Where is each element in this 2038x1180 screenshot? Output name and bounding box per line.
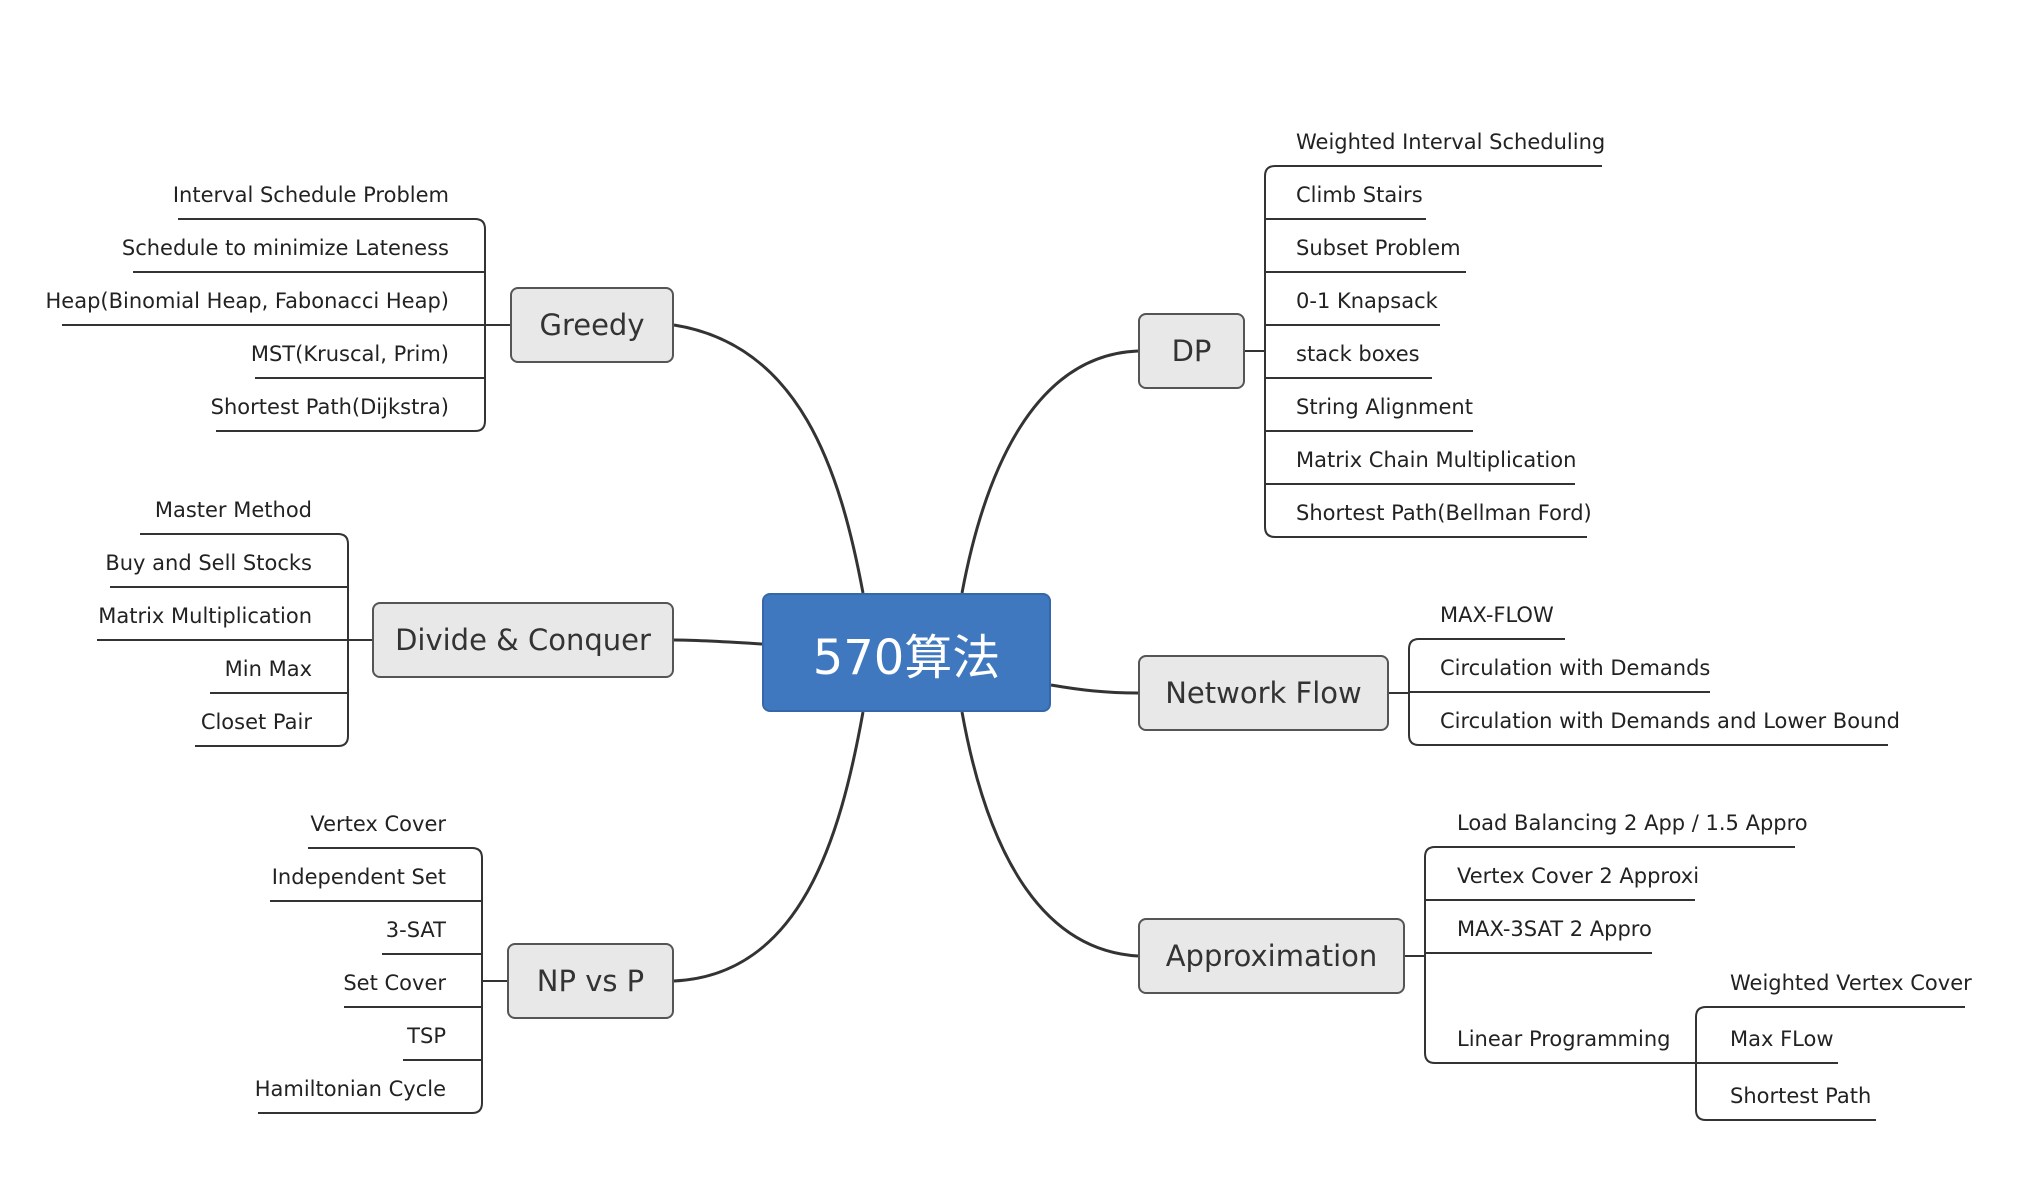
topic-network-flow[interactable]: Network Flow bbox=[1138, 655, 1389, 731]
subtopic[interactable]: Load Balancing 2 App / 1.5 Appro bbox=[1457, 811, 1808, 835]
topic-divide-conquer[interactable]: Divide & Conquer bbox=[372, 602, 674, 678]
subtopic[interactable]: Set Cover bbox=[343, 971, 446, 995]
topic-greedy[interactable]: Greedy bbox=[510, 287, 674, 363]
subtopic[interactable]: Closet Pair bbox=[200, 710, 312, 734]
subtopic[interactable]: Climb Stairs bbox=[1296, 183, 1423, 207]
subtopic[interactable]: Vertex Cover 2 Approxi bbox=[1457, 864, 1700, 888]
connector-center-divide-conquer bbox=[673, 638, 763, 646]
subtopic[interactable]: Min Max bbox=[224, 657, 312, 681]
subtopic[interactable]: Buy and Sell Stocks bbox=[105, 551, 312, 575]
connector-dp-trunk bbox=[1264, 165, 1602, 538]
subtopic[interactable]: Interval Schedule Problem bbox=[172, 183, 449, 207]
connector-center-greedy bbox=[673, 323, 865, 594]
subtopic[interactable]: Hamiltonian Cycle bbox=[254, 1077, 446, 1101]
subtopic[interactable]: Weighted Vertex Cover bbox=[1730, 971, 1972, 995]
subtopic[interactable]: MAX-3SAT 2 Appro bbox=[1457, 917, 1652, 941]
topic-np-vs-p[interactable]: NP vs P bbox=[507, 943, 674, 1019]
subtopic[interactable]: Circulation with Demands and Lower Bound bbox=[1440, 709, 1901, 733]
subtopic[interactable]: Independent Set bbox=[271, 865, 446, 889]
subtopic[interactable]: TSP bbox=[407, 1024, 446, 1048]
subtopic[interactable]: Linear Programming bbox=[1457, 1027, 1671, 1051]
connector-center-approximation bbox=[960, 711, 1139, 958]
subtopic[interactable]: Shortest Path(Dijkstra) bbox=[210, 395, 449, 419]
subtopic[interactable]: Vertex Cover bbox=[310, 812, 446, 836]
subtopic[interactable]: Subset Problem bbox=[1296, 236, 1461, 260]
connector-center-network-flow bbox=[1050, 683, 1139, 695]
subtopic[interactable]: Matrix Chain Multiplication bbox=[1296, 448, 1577, 472]
subtopic[interactable]: 3-SAT bbox=[385, 918, 446, 942]
subtopic[interactable]: String Alignment bbox=[1296, 395, 1473, 419]
subtopic[interactable]: MAX-FLOW bbox=[1440, 603, 1554, 627]
connector-center-np-vs-p bbox=[673, 711, 865, 983]
connector-center-dp bbox=[960, 349, 1139, 594]
connector-np-vs-p-trunk bbox=[258, 847, 483, 1114]
connector-approximation-trunk bbox=[1424, 846, 1795, 1064]
central-topic[interactable]: 570算法 bbox=[762, 593, 1051, 712]
topic-dp[interactable]: DP bbox=[1138, 313, 1245, 389]
subtopic[interactable]: Master Method bbox=[154, 498, 312, 522]
subtopic[interactable]: MST(Kruscal, Prim) bbox=[250, 342, 449, 366]
subtopic[interactable]: Weighted Interval Scheduling bbox=[1296, 130, 1606, 154]
subtopic[interactable]: Heap(Binomial Heap, Fabonacci Heap) bbox=[45, 289, 449, 313]
subtopic[interactable]: Circulation with Demands bbox=[1440, 656, 1711, 680]
subtopic[interactable]: Shortest Path(Bellman Ford) bbox=[1296, 501, 1592, 525]
subtopic[interactable]: Shortest Path bbox=[1730, 1084, 1872, 1108]
subtopic[interactable]: Schedule to minimize Lateness bbox=[121, 236, 449, 260]
subtopic[interactable]: Matrix Multiplication bbox=[98, 604, 312, 628]
topic-approximation[interactable]: Approximation bbox=[1138, 918, 1405, 994]
subtopic[interactable]: 0-1 Knapsack bbox=[1296, 289, 1438, 313]
subtopic[interactable]: stack boxes bbox=[1296, 342, 1420, 366]
subtopic[interactable]: Max FLow bbox=[1730, 1027, 1834, 1051]
